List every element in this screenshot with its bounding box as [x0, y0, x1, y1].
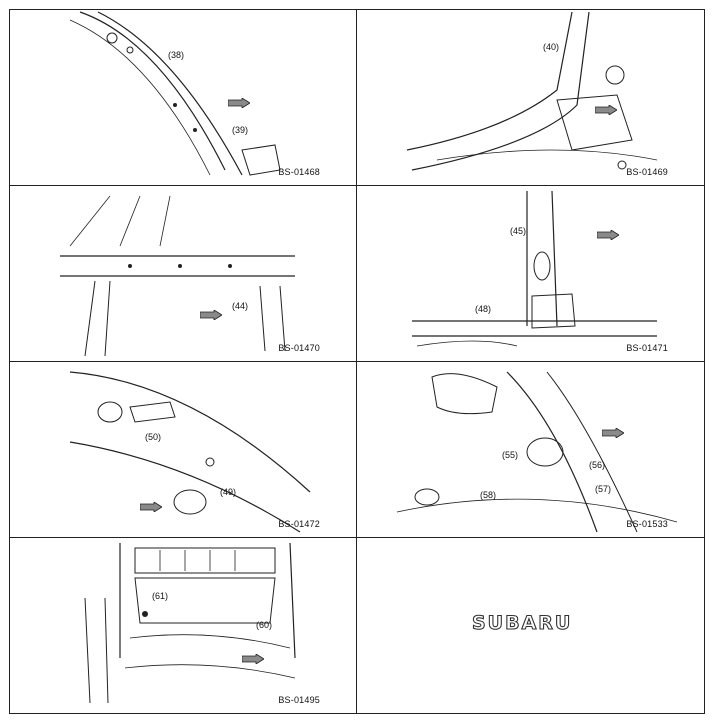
direction-arrow-icon — [228, 98, 250, 108]
direction-arrow-icon — [595, 105, 617, 115]
panel-code: BS-01495 — [278, 695, 320, 705]
callout-61: (61) — [152, 591, 169, 601]
panel-code: BS-01533 — [626, 519, 668, 529]
callout-60: (60) — [256, 620, 273, 630]
callout-45: (45) — [510, 226, 527, 236]
illustration-center-pillar — [412, 190, 657, 347]
direction-arrow-icon — [242, 654, 264, 664]
panel-code: BS-01470 — [278, 343, 320, 353]
callout-49: (49) — [220, 487, 237, 497]
illustration-rear-pillar — [406, 11, 658, 171]
direction-arrow-icon — [602, 428, 624, 438]
illustration-rear-floor — [396, 371, 678, 533]
callout-55: (55) — [502, 450, 519, 460]
panel-logo: SUBARU — [357, 538, 704, 713]
callout-38: (38) — [168, 50, 185, 60]
panel-bs-01533: (55) (56) (57) (58) BS-01533 — [357, 362, 704, 538]
direction-arrow-icon — [597, 230, 619, 240]
panel-code: BS-01468 — [278, 167, 320, 177]
panel-code: BS-01469 — [626, 167, 668, 177]
callout-48: (48) — [475, 304, 492, 314]
callout-56: (56) — [589, 460, 606, 470]
diagram-sheet: (38) (39) BS-01468 (40) BS-01469 — [9, 9, 705, 714]
panel-bs-01495: (61) (60) BS-01495 — [10, 538, 357, 713]
panel-bs-01468: (38) (39) BS-01468 — [10, 10, 357, 186]
callout-39: (39) — [232, 125, 249, 135]
callout-50: (50) — [145, 432, 162, 442]
direction-arrow-icon — [200, 310, 222, 320]
callout-57: (57) — [595, 484, 612, 494]
panel-code: BS-01471 — [626, 343, 668, 353]
illustration-roof-rail — [60, 195, 295, 357]
illustration-roof-pillar — [69, 11, 281, 176]
panel-grid: (38) (39) BS-01468 (40) BS-01469 — [10, 10, 704, 713]
panel-code: BS-01472 — [278, 519, 320, 529]
panel-bs-01469: (40) BS-01469 — [357, 10, 704, 186]
direction-arrow-icon — [140, 502, 162, 512]
panel-bs-01472: (50) (49) BS-01472 — [10, 362, 357, 538]
panel-bs-01470: (44) BS-01470 — [10, 186, 357, 362]
callout-44: (44) — [232, 301, 249, 311]
illustration-wheel-apron — [69, 371, 311, 533]
panel-bs-01471: (45) (48) BS-01471 — [357, 186, 704, 362]
callout-40: (40) — [543, 42, 560, 52]
callout-58: (58) — [480, 490, 497, 500]
subaru-logo: SUBARU — [471, 611, 573, 634]
illustration-trunk-floor — [84, 542, 296, 704]
